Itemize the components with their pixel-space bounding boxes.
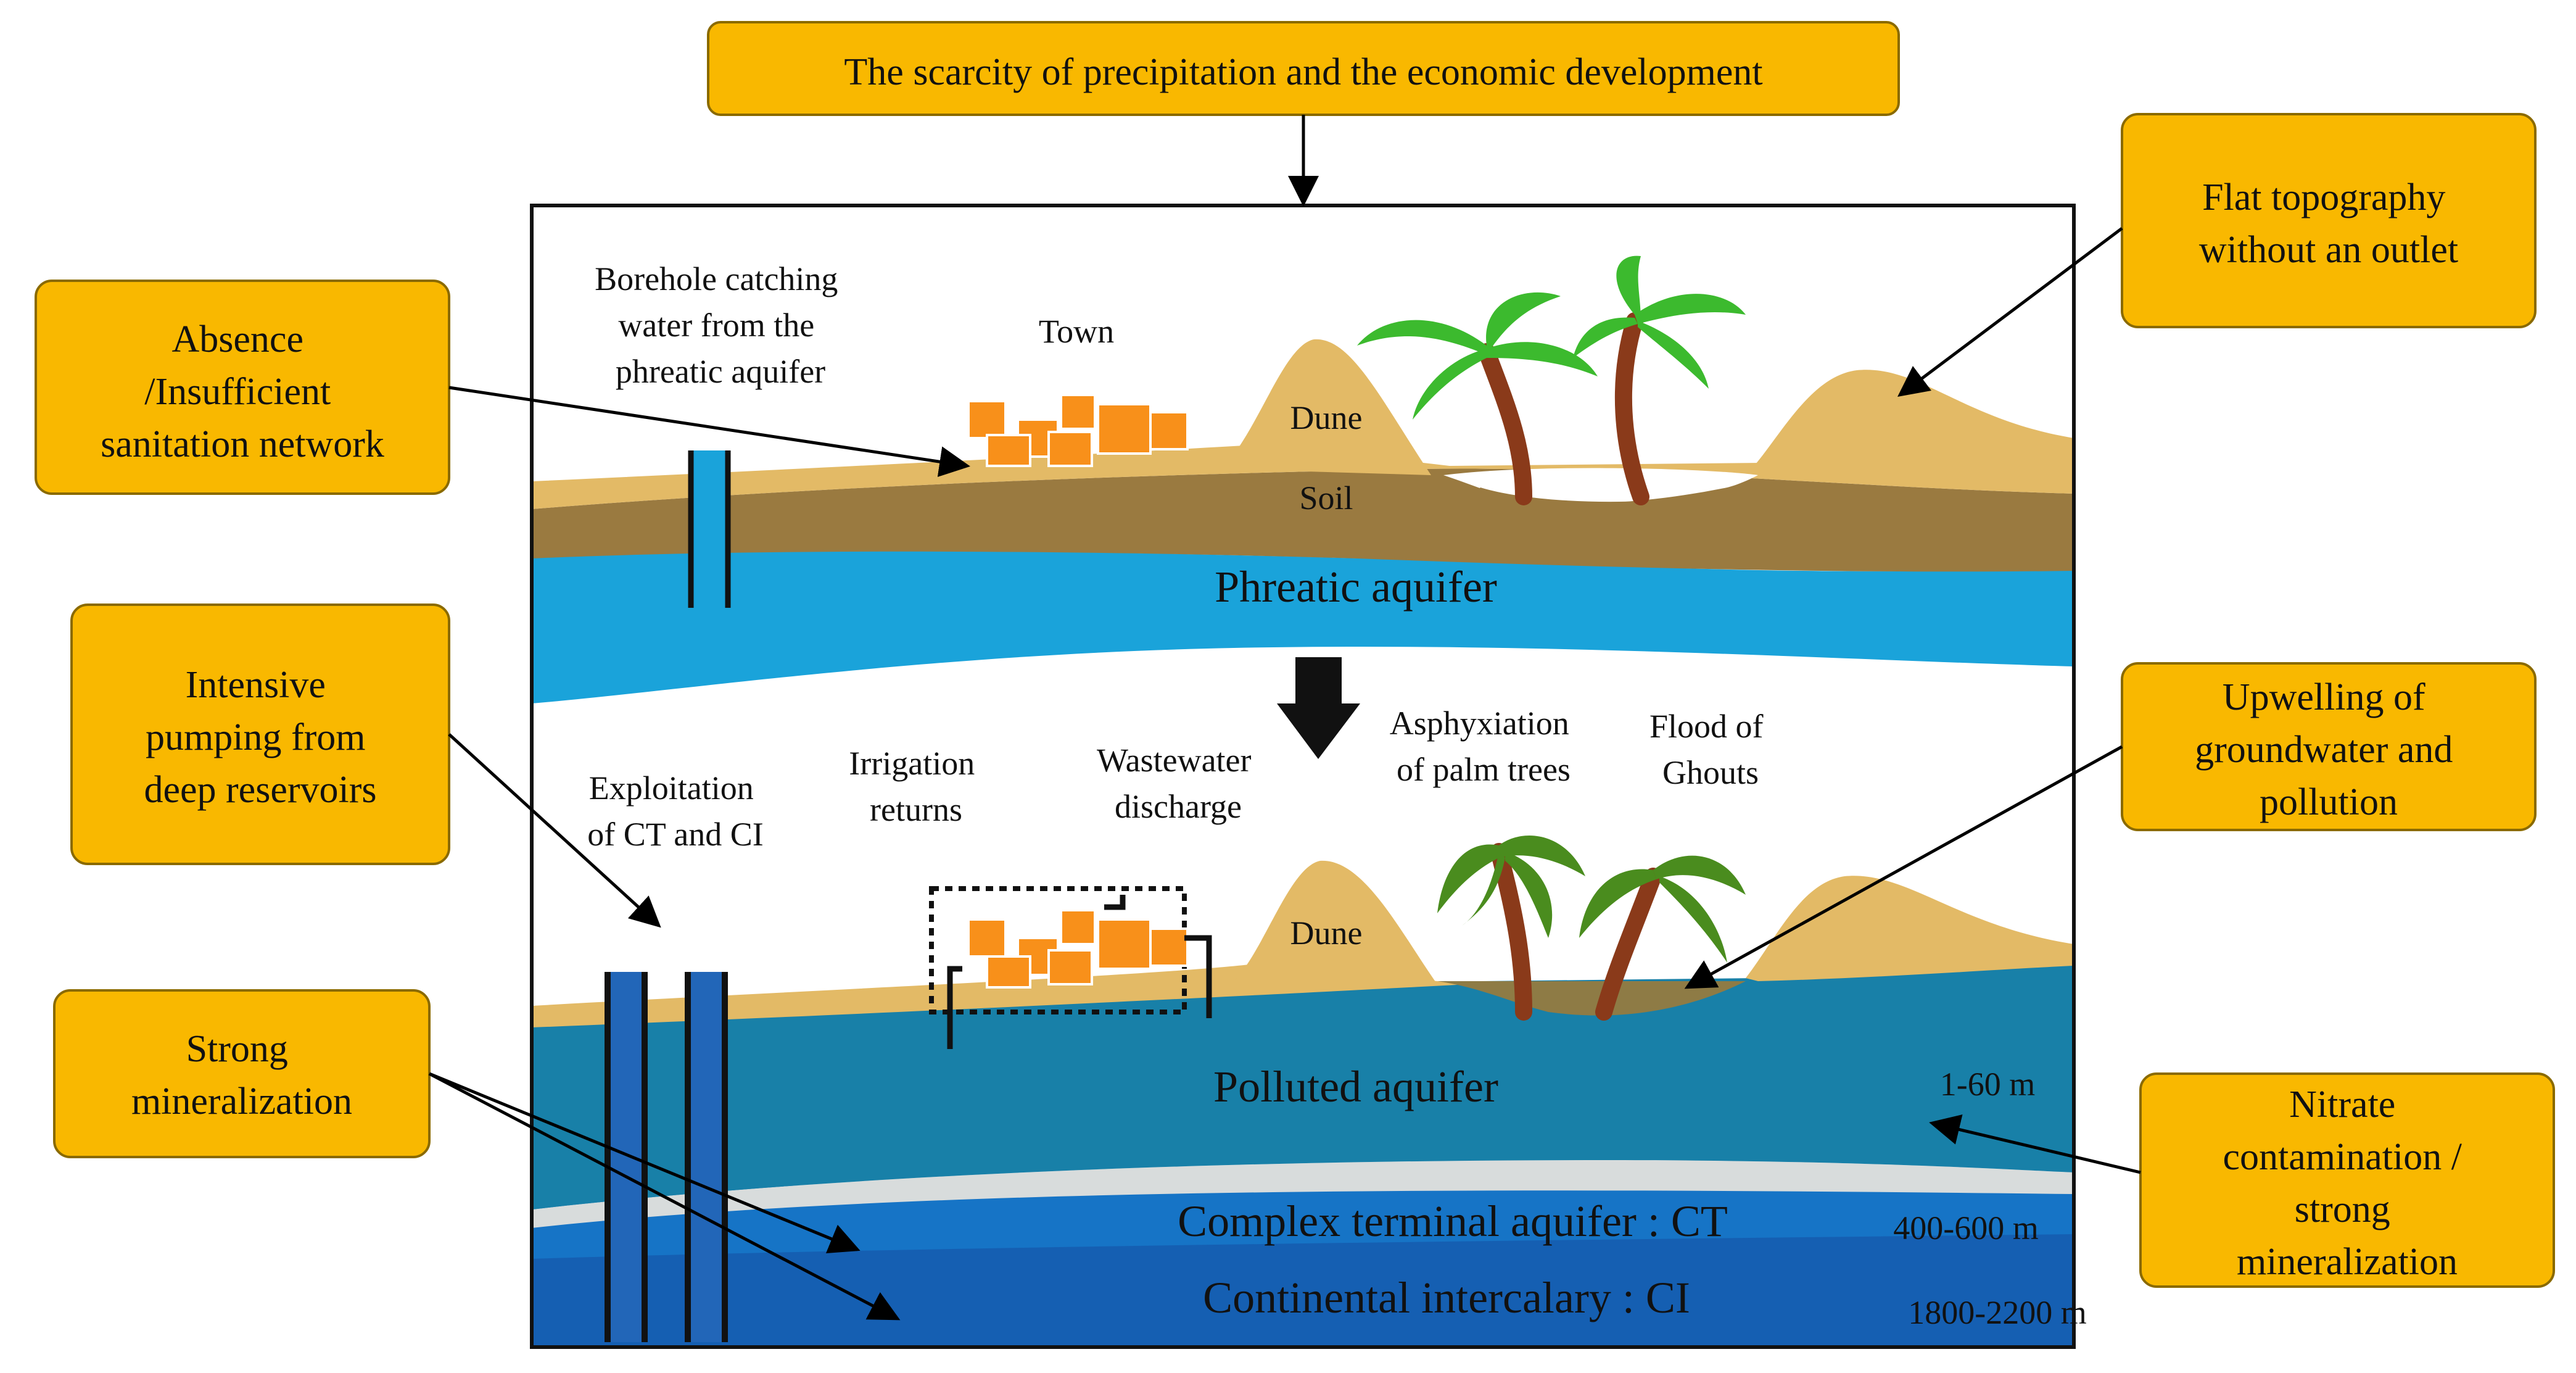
palm-trees-lower bbox=[1437, 836, 1746, 1021]
phreatic-aquifer-layer bbox=[532, 550, 2074, 703]
dune-upper-right bbox=[1746, 370, 2074, 487]
label-flood: Flood of Ghouts bbox=[1649, 708, 1772, 791]
cause-box-topography: Flat topography without an outlet bbox=[2121, 113, 2537, 328]
cause-box-top: The scarcity of precipitation and the ec… bbox=[707, 21, 1900, 116]
svg-text:Absence /Insufficient: Absence /Insufficient sanitation network bbox=[101, 318, 384, 465]
lower-section bbox=[532, 860, 2074, 1347]
transition-arrow-icon bbox=[1277, 657, 1360, 759]
label-irrigation: Irrigation returns bbox=[849, 745, 983, 828]
scene-panel bbox=[530, 204, 2076, 1349]
dune-lower-left bbox=[1234, 860, 1437, 984]
svg-text:Nitrate contamination /: Nitrate contamination / strong mineraliz… bbox=[2223, 1084, 2472, 1283]
arrow-nitrate bbox=[1929, 1114, 2141, 1174]
cause-box-pumping: Intensive pumping from deep reservoirs bbox=[70, 604, 450, 865]
label-depth-ct: 400-600 m bbox=[1893, 1209, 2039, 1246]
arrow-sanitation bbox=[448, 386, 970, 477]
town-buildings-upper bbox=[967, 394, 1189, 467]
label-soil: Soil bbox=[1299, 479, 1353, 516]
cause-box-nitrate: Nitrate contamination / strong mineraliz… bbox=[2139, 1072, 2555, 1288]
clay-band bbox=[532, 1160, 2074, 1228]
svg-text:The scarcity of precipitation: The scarcity of precipitation and the ec… bbox=[844, 51, 1762, 93]
arrow-upwelling bbox=[1684, 745, 2123, 989]
ci-layer bbox=[532, 1222, 2074, 1347]
cause-box-mineralization: Strong mineralization bbox=[53, 989, 431, 1158]
label-borehole: Borehole catching water from the phreati… bbox=[595, 260, 846, 390]
label-wastewater: Wastewater discharge bbox=[1097, 742, 1260, 825]
dune-lower-right bbox=[1746, 876, 2074, 981]
sand-surface-lower bbox=[532, 963, 1468, 1027]
svg-text:Flat topography without: Flat topography without an outlet bbox=[2199, 176, 2458, 271]
label-polluted-aquifer: Polluted aquifer bbox=[1213, 1062, 1498, 1111]
cause-box-upwelling: Upwelling of groundwater and pollution bbox=[2121, 662, 2537, 831]
palm-trees-upper bbox=[1357, 255, 1746, 505]
connector-arrows bbox=[428, 115, 2141, 1321]
label-exploitation: Exploitation of CT and CI bbox=[587, 769, 763, 853]
dune-upper-left bbox=[1221, 339, 1431, 475]
svg-text:Intensive pumping from: Intensive pumping from deep reservoirs bbox=[144, 664, 377, 811]
ct-layer bbox=[532, 1184, 2074, 1259]
label-ci-aquifer: Continental intercalary : CI bbox=[1203, 1273, 1690, 1322]
label-dune-upper: Dune bbox=[1290, 399, 1363, 436]
label-asphyxiation: Asphyxiation of palm trees bbox=[1390, 705, 1578, 788]
label-town: Town bbox=[1039, 313, 1114, 350]
polluted-aquifer-layer bbox=[532, 963, 2074, 1209]
arrow-mineralization-ct bbox=[429, 1072, 861, 1254]
town-lower bbox=[929, 886, 1212, 1049]
arrow-pumping bbox=[448, 733, 661, 928]
arrow-mineralization-ci bbox=[428, 1072, 901, 1321]
label-ct-aquifer: Complex terminal aquifer : CT bbox=[1178, 1197, 1728, 1246]
deep-boreholes bbox=[605, 972, 728, 1342]
label-depth-polluted: 1-60 m bbox=[1940, 1066, 2036, 1103]
label-depth-ci: 1800-2200 m bbox=[1908, 1294, 2087, 1331]
label-phreatic-aquifer: Phreatic aquifer bbox=[1215, 562, 1497, 612]
label-dune-lower: Dune bbox=[1290, 915, 1363, 952]
flooded-ghout bbox=[1437, 981, 1746, 1016]
svg-text:Upwelling of groundwater: Upwelling of groundwater and pollution bbox=[2195, 676, 2462, 823]
arrow-topography bbox=[1897, 227, 2123, 397]
borehole-upper bbox=[688, 450, 731, 608]
svg-text:Strong mineralization: Strong mineralization bbox=[131, 1028, 352, 1122]
cause-box-sanitation: Absence /Insufficient sanitation network bbox=[35, 280, 450, 495]
